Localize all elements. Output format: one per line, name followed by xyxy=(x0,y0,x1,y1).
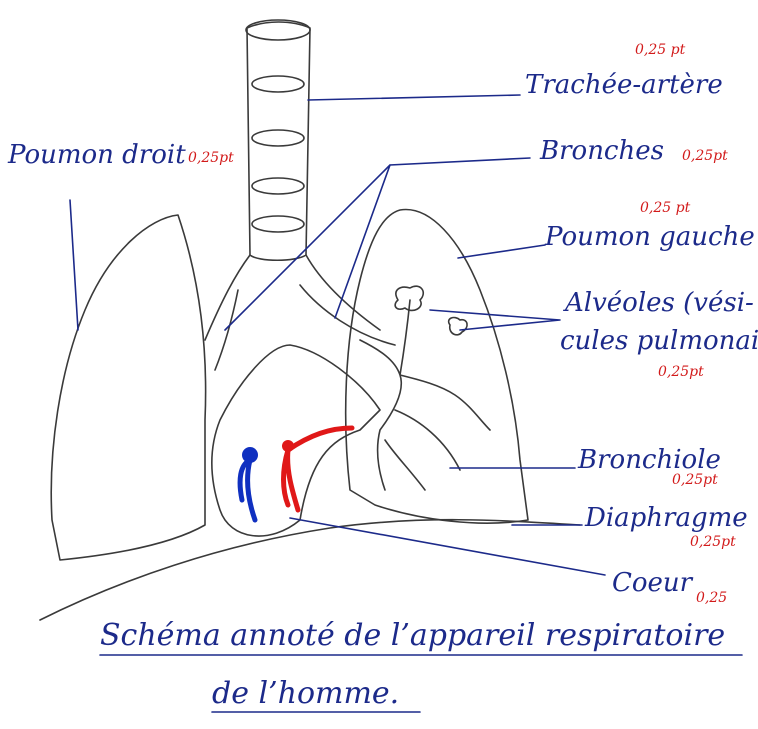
trachea-ring xyxy=(252,130,304,146)
points-poumon-gauche: 0,25 pt xyxy=(640,200,690,216)
trachea-pointer xyxy=(308,95,520,100)
points-trachee: 0,25 pt xyxy=(635,42,685,58)
points-alveoles: 0,25pt xyxy=(658,364,704,380)
label-alveoles-line2: cules pulmonaire xyxy=(560,326,758,356)
points-bronches: 0,25pt xyxy=(682,148,728,164)
right-lung-pointer xyxy=(70,200,78,330)
diagram-title-line1: Schéma annoté de l’appareil respiratoire xyxy=(100,618,725,653)
points-diaphragme: 0,25pt xyxy=(690,534,736,550)
points-bronchiole: 0,25pt xyxy=(672,472,718,488)
diagram-title-line2: de l’homme. xyxy=(212,676,399,711)
points-coeur: 0,25 xyxy=(696,590,727,606)
trachea-ring xyxy=(252,76,304,92)
label-bronchiole: Bronchiole xyxy=(578,445,721,475)
label-trachee: Trachée-artère xyxy=(525,70,723,100)
label-diaphragme: Diaphragme xyxy=(585,503,748,533)
trachea-ring xyxy=(252,178,304,194)
blue-vessel-knot xyxy=(242,447,258,463)
label-poumon-gauche: Poumon gauche xyxy=(545,222,755,252)
trachea-ring xyxy=(246,20,310,40)
alveoli xyxy=(449,318,467,335)
label-poumon-droit: Poumon droit xyxy=(8,140,186,170)
trachea-ring xyxy=(252,216,304,232)
label-alveoles-line1: Alvéoles (vési- xyxy=(565,288,754,318)
label-coeur: Coeur xyxy=(612,568,692,598)
left-lung xyxy=(346,210,528,524)
trachea xyxy=(247,22,310,260)
left-lung-pointer xyxy=(458,245,545,258)
heart-pointer xyxy=(290,518,605,575)
diaphragm xyxy=(40,520,580,620)
bronchi-pointer xyxy=(225,158,530,330)
blue-vessel xyxy=(240,460,255,520)
red-vessel-knot xyxy=(282,440,294,452)
points-poumon-droit: 0,25pt xyxy=(188,150,234,166)
label-bronches: Bronches xyxy=(540,136,664,166)
bronchi xyxy=(215,285,395,370)
red-vessel xyxy=(284,428,353,510)
